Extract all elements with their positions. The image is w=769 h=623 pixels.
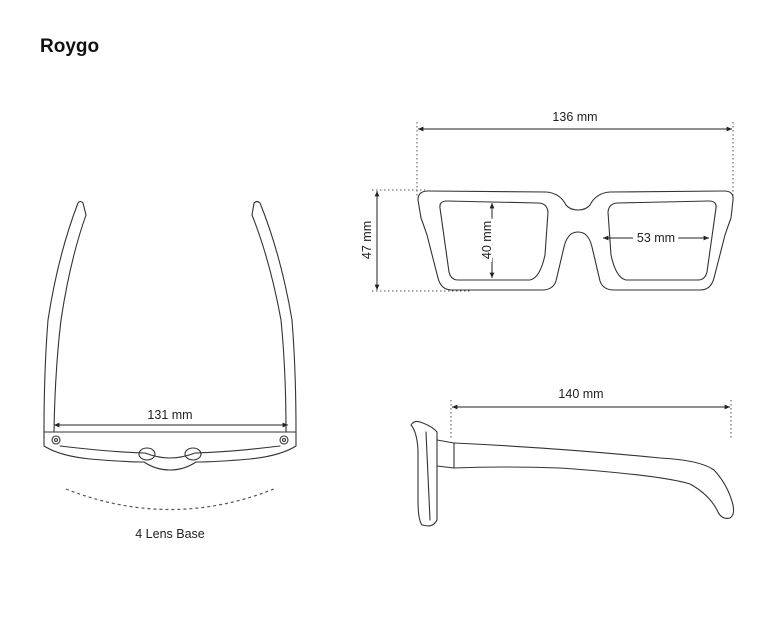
side-view-drawing (410, 420, 735, 527)
page-title: Roygo (40, 36, 100, 57)
lens-base-label: 4 Lens Base (135, 527, 205, 541)
temple-length-label: 140 mm (558, 387, 603, 401)
top-view-drawing (43, 200, 297, 471)
lens-inner-height-label: 40 mm (480, 221, 494, 259)
lens-base-arc (65, 488, 275, 511)
front-view-drawing (417, 190, 734, 291)
lens-height-label: 47 mm (360, 221, 374, 259)
lens-width-label: 53 mm (637, 231, 675, 245)
hinge-width-label: 131 mm (147, 408, 192, 422)
frame-width-label: 136 mm (552, 110, 597, 124)
